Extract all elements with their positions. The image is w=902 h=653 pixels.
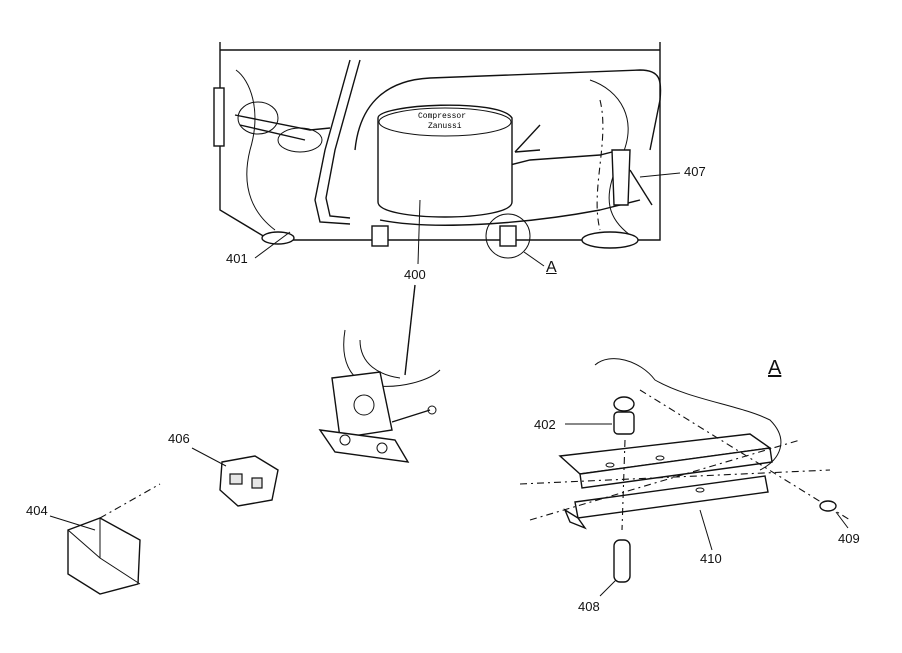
detail-title-a: A	[768, 357, 782, 379]
compressor: Compressor Zanussi	[371, 104, 517, 247]
callout-407: 407	[684, 164, 706, 179]
start-relay	[191, 447, 279, 507]
callout-410: 410	[700, 551, 722, 566]
callout-402: 402	[534, 417, 556, 432]
leader-400	[417, 199, 421, 265]
callout-409: 409	[838, 531, 860, 546]
callout-406: 406	[168, 431, 190, 446]
detail-a-circle	[485, 213, 545, 267]
callout-404: 404	[26, 503, 48, 518]
leader-401	[254, 231, 291, 259]
compressor-side-view	[318, 284, 441, 463]
callout-401: 401	[226, 251, 248, 266]
compressor-brand-line2: Zanussi	[428, 122, 462, 131]
detail-marker-a: A	[546, 259, 557, 276]
refrigerant-piping	[234, 59, 662, 226]
detail-a-assembly	[519, 358, 851, 597]
relay-cover	[49, 483, 161, 595]
callout-400: 400	[404, 267, 426, 282]
compressor-brand-line1: Compressor	[418, 112, 466, 121]
filter-drier	[611, 149, 681, 206]
callout-408: 408	[578, 599, 600, 614]
